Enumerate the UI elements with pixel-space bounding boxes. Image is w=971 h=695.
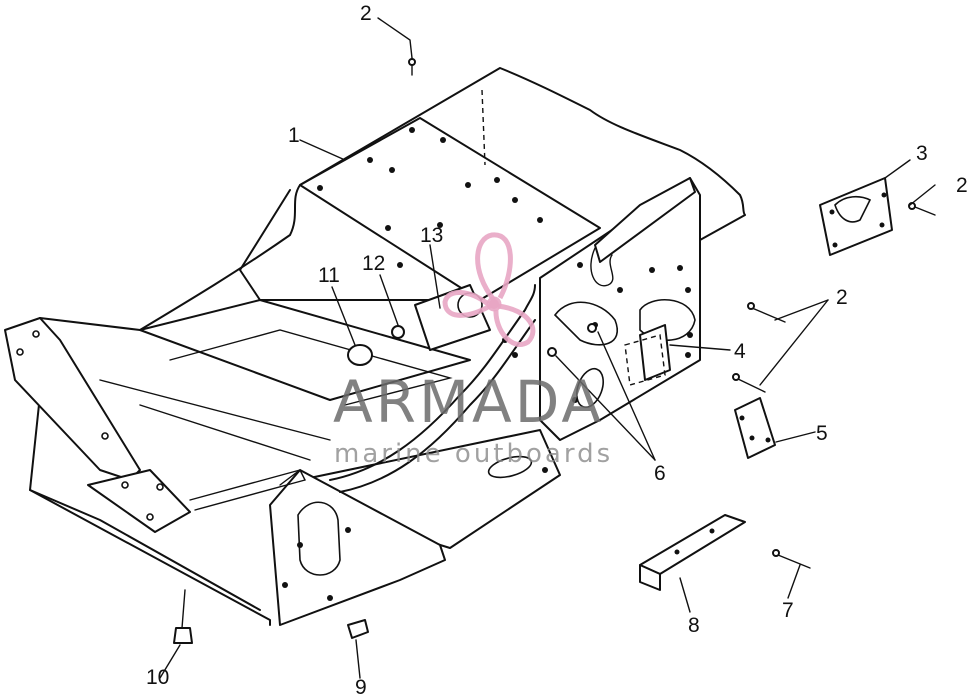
mounting-holes	[282, 127, 693, 601]
callout-2-right: 2	[956, 174, 968, 197]
propeller-icon	[442, 232, 536, 347]
callout-12: 12	[362, 252, 385, 275]
callout-labels: 1 2 2 2 3 4 5 6 7 8 9 10 11 12 13	[146, 2, 968, 695]
leader-lines	[159, 17, 936, 679]
bracket-plate-3	[819, 177, 893, 256]
callout-1: 1	[288, 124, 300, 147]
callout-5: 5	[816, 422, 828, 445]
callout-3: 3	[916, 142, 928, 165]
frame-assembly	[4, 67, 746, 626]
nut-12	[391, 325, 405, 339]
callout-9: 9	[355, 676, 367, 695]
callout-4: 4	[734, 340, 746, 363]
bracket-4	[624, 324, 671, 386]
callout-11: 11	[318, 264, 340, 287]
grommet-9	[347, 619, 369, 639]
plug-11	[347, 344, 373, 366]
watermark: ARMADA marine outboards	[333, 232, 613, 469]
angle-bracket-8	[639, 514, 746, 591]
watermark-subtitle: marine outboards	[334, 439, 613, 469]
callout-7: 7	[782, 599, 794, 622]
grommet-10	[173, 627, 193, 644]
watermark-title: ARMADA	[333, 368, 604, 436]
bracket-plate-5	[734, 397, 776, 459]
callout-10: 10	[146, 666, 169, 689]
callout-13: 13	[420, 224, 443, 247]
callout-2-middle: 2	[836, 286, 848, 309]
callout-8: 8	[688, 614, 700, 637]
callout-2-top: 2	[360, 2, 372, 25]
callout-6: 6	[654, 462, 666, 485]
